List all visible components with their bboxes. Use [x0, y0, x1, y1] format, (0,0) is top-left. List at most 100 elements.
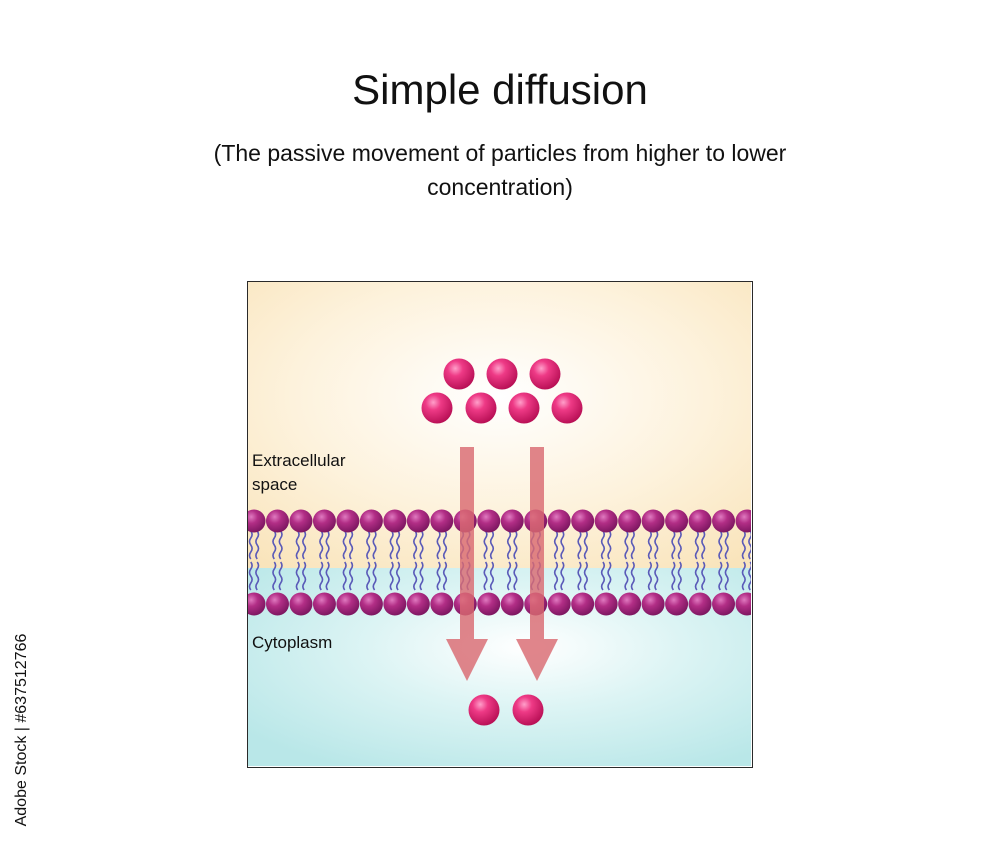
lipid-tail	[395, 530, 401, 560]
phospholipid-head	[688, 509, 712, 533]
lipid-tail	[647, 530, 652, 560]
phospholipid-head	[406, 592, 430, 616]
lipid-tail	[483, 530, 488, 560]
lipid-tail	[395, 561, 401, 591]
particle-high	[465, 392, 497, 424]
lipid-tail	[413, 530, 418, 560]
phospholipid-head	[477, 592, 501, 616]
particle-high	[551, 392, 583, 424]
lipid-tail	[741, 530, 746, 560]
lipid-tail	[295, 530, 300, 560]
diffusion-arrow	[446, 447, 488, 681]
lipid-tail	[671, 530, 676, 560]
lipid-tail	[741, 561, 746, 591]
phospholipid-head	[248, 592, 266, 616]
lipid-tail	[701, 530, 706, 560]
lipid-tail	[577, 530, 582, 560]
lipid-tail	[701, 561, 706, 591]
lipid-tail	[419, 561, 424, 591]
lipid-tail	[489, 530, 495, 560]
extracellular-space-label: Extracellular space	[252, 451, 346, 494]
phospholipid-head	[500, 592, 524, 616]
lipid-tail	[607, 530, 612, 560]
phospholipid-head	[665, 592, 689, 616]
lipid-tail	[560, 561, 565, 591]
lipid-tail	[278, 530, 283, 560]
lipid-tail	[248, 561, 253, 591]
phospholipid-head	[312, 509, 336, 533]
particle-high	[508, 392, 540, 424]
lipid-tail	[513, 530, 518, 560]
lipid-tail	[325, 530, 330, 560]
lipid-tail	[677, 561, 682, 591]
lipid-tail	[577, 561, 582, 591]
phospholipid-head	[430, 509, 454, 533]
lipid-tail	[624, 530, 629, 560]
particle-high	[486, 358, 518, 390]
lipid-tail	[436, 561, 441, 591]
lipid-tail	[694, 561, 699, 591]
phospholipid-head	[547, 509, 571, 533]
phospholipid-head	[248, 509, 266, 533]
lipid-tail	[506, 561, 512, 591]
lipid-tail	[553, 530, 559, 560]
diagram-canvas	[248, 282, 751, 766]
particle-high	[443, 358, 475, 390]
lipid-tail	[560, 530, 565, 560]
lipid-tail	[278, 561, 283, 591]
diagram-title: Simple diffusion	[352, 66, 648, 113]
phospholipid-head	[383, 509, 407, 533]
phospholipid-head	[312, 592, 336, 616]
lipid-tail	[513, 561, 518, 591]
lipid-tail	[342, 530, 347, 560]
particle-high	[529, 358, 561, 390]
lipid-tail	[413, 561, 418, 591]
lipid-tail	[366, 530, 371, 560]
lipid-tail	[389, 530, 394, 560]
particle-low	[468, 694, 500, 726]
lipid-tail	[624, 561, 629, 591]
diffusion-diagram	[247, 281, 753, 768]
phospholipid-head	[336, 592, 360, 616]
phospholipid-head	[477, 509, 501, 533]
lipid-tail	[677, 530, 682, 560]
lipid-tail	[349, 530, 354, 560]
phospholipid-heads	[248, 509, 751, 616]
lipid-tail	[442, 530, 448, 560]
lipid-tail	[319, 530, 324, 560]
lipid-tail	[272, 530, 277, 560]
lipid-tail	[442, 561, 448, 591]
lipid-tail	[724, 561, 729, 591]
phospholipid-head	[665, 509, 689, 533]
particle-low	[512, 694, 544, 726]
lipid-tail	[436, 530, 441, 560]
lipid-tail	[718, 530, 723, 560]
lipid-tail	[630, 530, 635, 560]
phospholipid-head	[735, 509, 751, 533]
particles	[421, 358, 583, 726]
phospholipid-head	[712, 509, 736, 533]
phospholipid-head	[289, 509, 313, 533]
lipid-tail	[630, 561, 635, 591]
particle-high	[421, 392, 453, 424]
phospholipid-head	[383, 592, 407, 616]
phospholipid-head	[594, 509, 618, 533]
watermark-text: Adobe Stock | #637512766	[13, 633, 30, 827]
phospholipid-head	[594, 592, 618, 616]
lipid-tail	[295, 561, 300, 591]
lipid-tail	[748, 530, 751, 560]
phospholipid-head	[618, 592, 642, 616]
cytoplasm-label: Cytoplasm	[252, 633, 333, 652]
lipid-tail	[372, 530, 377, 560]
lipid-tail	[506, 530, 512, 560]
phospholipid-head	[547, 592, 571, 616]
lipid-tail	[349, 561, 354, 591]
phospholipid-head	[735, 592, 751, 616]
lipid-tail	[694, 530, 699, 560]
diffusion-arrow	[516, 447, 558, 681]
lipid-tail	[255, 561, 260, 591]
watermark-stock-id: Adobe Stock | #637512766	[2, 620, 42, 840]
lipid-tail	[600, 530, 606, 560]
lipid-tail	[248, 530, 253, 560]
lipid-tail	[600, 561, 606, 591]
